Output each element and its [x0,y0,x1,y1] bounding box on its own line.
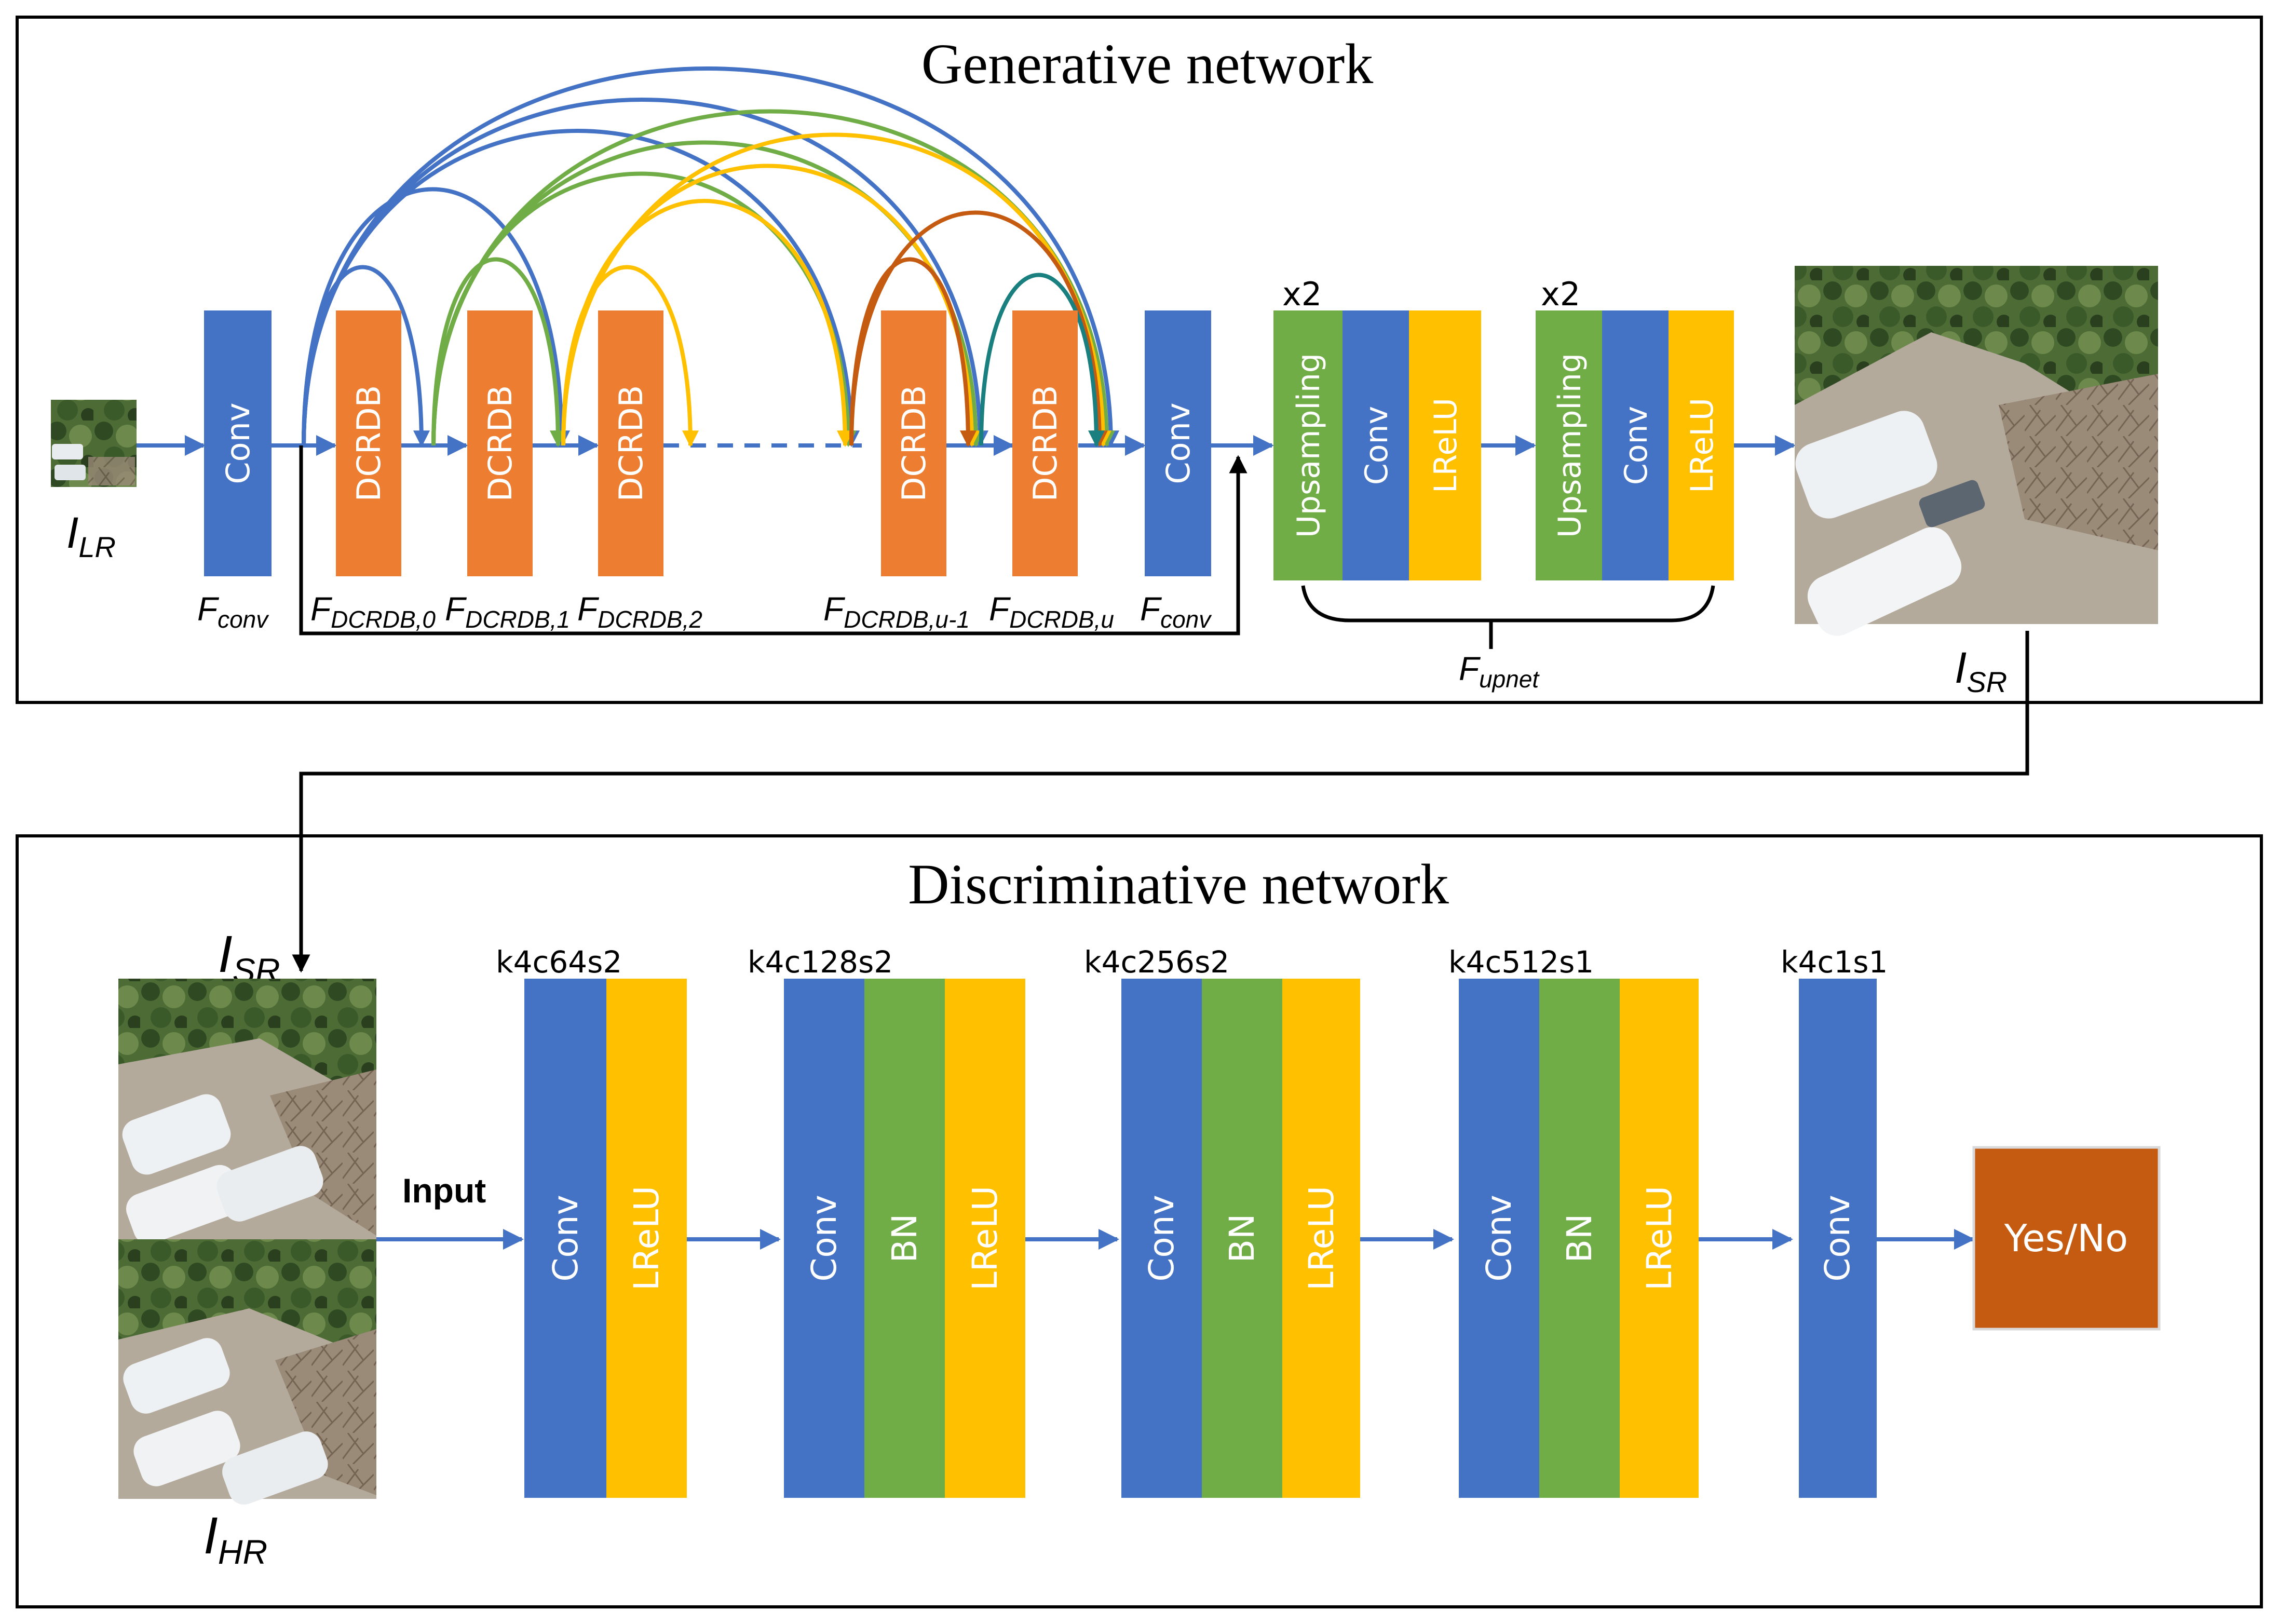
spec-3: k4c256s2 [1084,944,1229,980]
arc-orange-4 [849,210,1108,448]
dcrdb-0: DCRDB [336,310,401,576]
disc-sr-image [118,979,376,1244]
arc-blue-1 [302,187,570,448]
disc-hr-image [118,1239,376,1505]
global-skip-connection [299,445,1248,635]
dense-connections [302,66,1119,448]
svg-text:DCRDB: DCRDB [612,385,650,502]
svg-text:Conv: Conv [1159,402,1197,484]
disc-stage-1: k4c64s2 Conv LReLU [496,944,687,1498]
upsample-group-1: x2 Upsampling Conv LReLU [1273,275,1481,580]
svg-text:LReLU: LReLU [965,1186,1005,1291]
spec-2: k4c128s2 [748,944,893,980]
dcrdb-2: DCRDB [598,310,663,576]
generative-panel [16,16,2263,704]
upsample-group-2: x2 Upsampling Conv LReLU [1536,275,1734,580]
svg-text:Conv: Conv [1359,406,1395,485]
disc-hr-label: IHR [204,1507,267,1571]
svg-text:Conv: Conv [1618,406,1655,485]
label-fconv-out: Fconv [1140,590,1212,633]
svg-text:Conv: Conv [1818,1195,1857,1281]
dcrdb-1: DCRDB [467,310,533,576]
svg-text:LReLU: LReLU [1428,398,1464,493]
svg-text:Conv: Conv [804,1195,844,1281]
generative-title: Generative network [921,32,1373,96]
output-box: Yes/No [1972,1146,2161,1331]
discriminative-title: Discriminative network [908,852,1449,916]
svg-text:Conv: Conv [1479,1195,1519,1281]
svg-text:LReLU: LReLU [1684,398,1720,493]
label-fdcrdb-u: FDCRDB,u [989,590,1114,633]
gen-conv-out: Conv [1145,310,1211,576]
svg-text:Upsampling: Upsampling [1291,353,1327,538]
dcrdb-u: DCRDB [1012,310,1078,576]
disc-stage-2: k4c128s2 Conv BN LReLU [748,944,1025,1498]
svg-text:DCRDB: DCRDB [350,385,388,502]
disc-stage-3: k4c256s2 Conv BN LReLU [1084,944,1360,1498]
discriminative-panel [16,834,2263,1608]
upnet-label: Fupnet [1459,650,1540,693]
svg-text:BN: BN [1222,1214,1262,1263]
svg-text:BN: BN [1560,1214,1599,1263]
svg-text:DCRDB: DCRDB [895,385,933,502]
output-label: Yes/No [2004,1216,2128,1260]
arc-green-1 [431,257,566,448]
svg-text:Upsampling: Upsampling [1552,353,1588,538]
label-fdcrdb-0: FDCRDB,0 [310,590,436,633]
label-fdcrdb-u-1: FDCRDB,u-1 [823,590,970,633]
arc-teal-4 [979,273,1105,448]
sr-label: ISR [1955,643,2007,698]
upnet-brace [1301,585,1715,649]
spec-1: k4c64s2 [496,944,622,980]
repeat-label-2: x2 [1541,275,1580,313]
dcrdb-u-1: DCRDB [881,310,946,576]
disc-stage-5: k4c1s1 Conv [1781,944,1888,1498]
svg-text:Conv: Conv [1142,1195,1182,1281]
label-fconv-in: Fconv [197,590,269,633]
input-label: Input [402,1171,486,1210]
gen-conv-in: Conv [204,310,272,576]
svg-text:DCRDB: DCRDB [481,385,519,502]
svg-text:Conv: Conv [546,1195,586,1281]
spec-5: k4c1s1 [1781,944,1888,980]
label-fdcrdb-1: FDCRDB,1 [445,590,570,633]
sr-image [1795,266,2158,636]
lr-label: ILR [66,508,116,563]
label-fdcrdb-2: FDCRDB,2 [577,590,702,633]
disc-stage-4: k4c512s1 Conv BN LReLU [1448,944,1699,1498]
svg-text:LReLU: LReLU [1301,1186,1341,1291]
svg-text:LReLU: LReLU [1639,1186,1679,1291]
svg-text:DCRDB: DCRDB [1026,385,1064,502]
feature-labels: Fconv FDCRDB,0 FDCRDB,1 FDCRDB,2 FDCRDB,… [197,590,1212,633]
spec-4: k4c512s1 [1448,944,1594,980]
sr-to-discriminator-connector [292,631,2029,973]
svg-text:LReLU: LReLU [627,1186,667,1291]
lr-image [51,400,137,487]
repeat-label-1: x2 [1282,275,1322,313]
svg-text:Conv: Conv [219,402,257,484]
arc-blue-4 [302,66,1119,448]
svg-text:BN: BN [885,1214,925,1263]
